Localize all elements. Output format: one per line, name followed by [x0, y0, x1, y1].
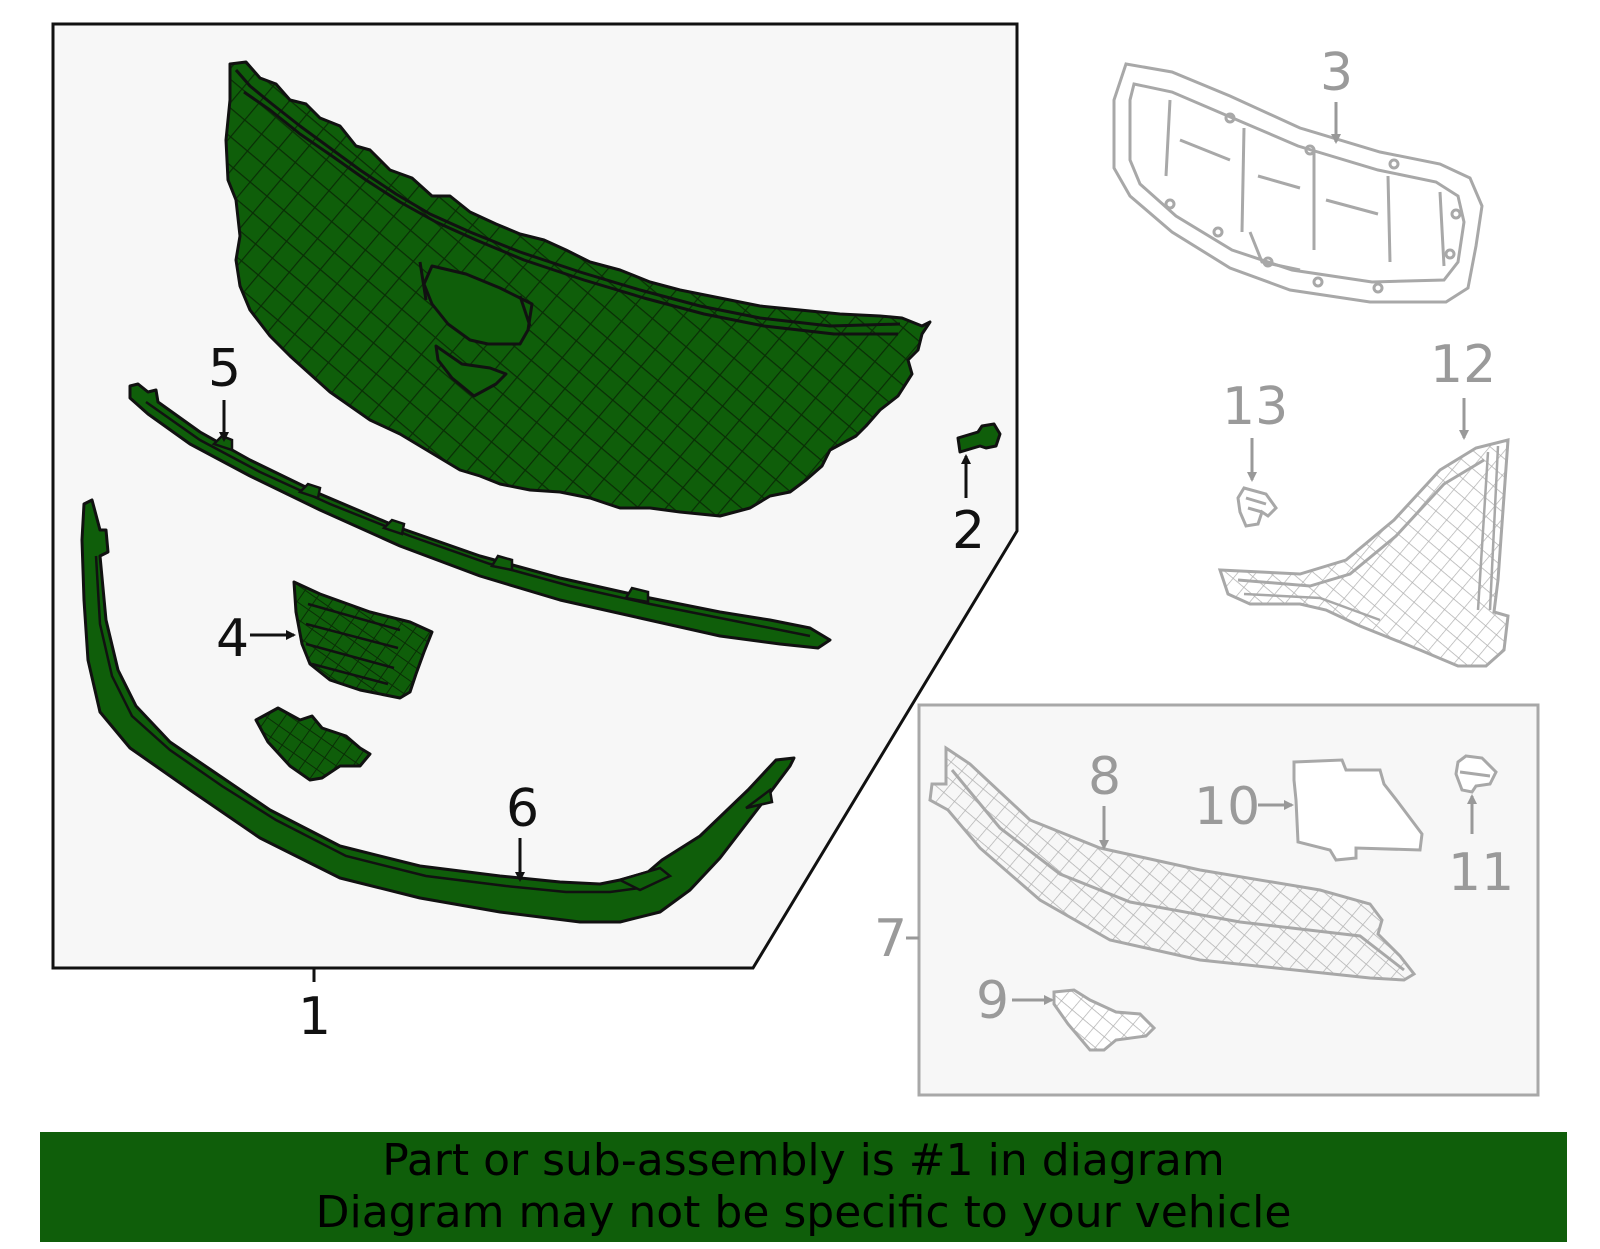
part-2-clip: [956, 422, 1002, 454]
part-11-clip: [1454, 754, 1498, 794]
part-9-bracket: [1052, 988, 1157, 1052]
part-main-grille: [224, 60, 932, 518]
part-4-emblem-insert: [292, 580, 434, 700]
callout-7: 7: [874, 909, 907, 969]
part-6-lower-molding: [80, 498, 796, 924]
callout-8: 8: [1088, 747, 1121, 807]
part-3-grille-frame: [1112, 62, 1484, 304]
banner-line-2: Diagram may not be specific to your vehi…: [315, 1187, 1292, 1238]
callout-6: 6: [506, 779, 539, 839]
part-10-shield: [1292, 758, 1424, 862]
callout-1: 1: [298, 987, 331, 1047]
callout-12: 12: [1430, 335, 1496, 395]
info-banner: Part or sub-assembly is #1 in diagram Di…: [40, 1132, 1567, 1242]
part-small-bracket: [254, 706, 372, 782]
part-5-upper-molding: [128, 382, 832, 650]
callout-3: 3: [1320, 43, 1353, 103]
callout-4: 4: [216, 609, 249, 669]
part-12-side-bezel: [1217, 438, 1510, 668]
callout-11: 11: [1448, 843, 1514, 903]
callout-13: 13: [1222, 377, 1288, 437]
callout-5: 5: [208, 339, 241, 399]
callout-10: 10: [1194, 777, 1260, 837]
part-13-clip: [1236, 486, 1278, 528]
part-8-lower-grille: [928, 745, 1417, 982]
callout-9: 9: [976, 971, 1009, 1031]
callout-2: 2: [952, 501, 985, 561]
banner-line-1: Part or sub-assembly is #1 in diagram: [382, 1135, 1225, 1186]
